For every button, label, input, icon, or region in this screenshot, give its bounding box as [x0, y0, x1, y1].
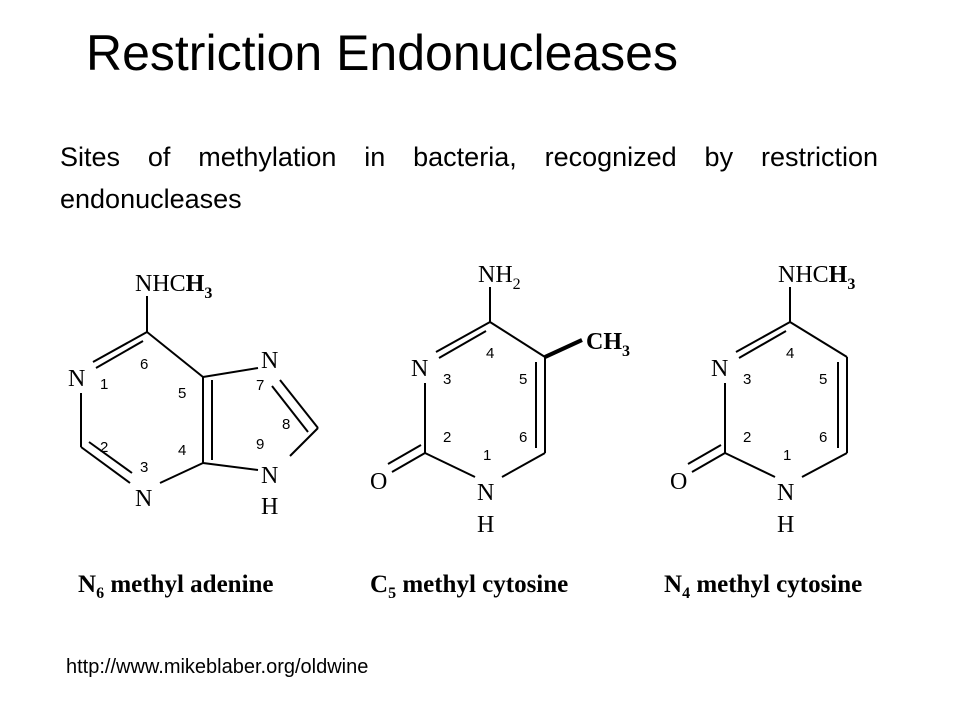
position-7: 7: [256, 377, 264, 394]
substituent-label: NHCH3: [135, 271, 212, 302]
methyl-label: CH3: [586, 329, 630, 360]
source-link[interactable]: http://www.mikeblaber.org/oldwine: [66, 656, 369, 678]
bond-c5-n7: [202, 367, 259, 378]
bond-n7-c8: [279, 379, 319, 429]
atom-h1: H: [777, 512, 794, 538]
bond-c5-ch3: [544, 338, 583, 359]
bond-c4-n9: [202, 462, 259, 471]
atom-n9: N: [261, 463, 278, 489]
position-8: 8: [282, 416, 290, 433]
bond-c2-n3-double: [88, 441, 133, 474]
bond-c4-n3: [735, 321, 791, 353]
atom-o2: O: [670, 469, 687, 495]
atom-n1: N: [777, 480, 794, 506]
bond-n7-c8-double: [271, 385, 309, 433]
bond-n3-c4: [159, 462, 204, 484]
bond-c6-n1: [501, 452, 546, 478]
atom-n3: N: [135, 486, 152, 512]
position-6: 6: [819, 429, 827, 446]
bond-c4-n3-double: [738, 330, 787, 359]
caption-n6-methyl-adenine: N6 methyl adenine: [78, 571, 274, 602]
position-3: 3: [443, 371, 451, 388]
bond-c4-n3: [435, 321, 491, 353]
position-9: 9: [256, 436, 264, 453]
c5-methyl-cytosine-structure: NH2 CH3 N N H O 1 2 3 4 5 6 C5 methyl cy…: [370, 262, 630, 602]
slide-subtitle: Sites of methylation in bacteria, recogn…: [60, 142, 878, 214]
position-1: 1: [100, 376, 108, 393]
caption-n4-methyl-cytosine: N4 methyl cytosine: [664, 571, 862, 602]
position-3: 3: [140, 459, 148, 476]
bond-c2-n3: [80, 446, 131, 484]
bond-c2-o: [391, 452, 426, 473]
bond-c2-o-double: [687, 444, 722, 465]
position-2: 2: [443, 429, 451, 446]
substituent-label: NH2: [478, 262, 521, 293]
bond-c4-n3-double: [438, 330, 487, 359]
slide-title: Restriction Endonucleases: [86, 25, 678, 81]
bond-c8-n9: [289, 427, 319, 457]
position-4: 4: [178, 442, 186, 459]
position-2: 2: [743, 429, 751, 446]
bond-c4-c5: [489, 321, 546, 358]
position-4: 4: [486, 345, 494, 362]
position-1: 1: [483, 447, 491, 464]
caption-c5-methyl-cytosine: C5 methyl cytosine: [370, 571, 568, 602]
n6-methyl-adenine-structure: NHCH3 N N N N H 1 2 3 4 5 6 7 8 9 N6 met…: [68, 271, 319, 602]
atom-n1: N: [477, 480, 494, 506]
bond-n1-c2: [424, 452, 476, 478]
position-6: 6: [140, 356, 148, 373]
substituent-label: NHCH3: [778, 262, 855, 293]
position-4: 4: [786, 345, 794, 362]
atom-n7: N: [261, 348, 278, 374]
bond-c6-n1-double: [95, 340, 144, 369]
bond-c2-o: [691, 452, 726, 473]
atom-n3: N: [411, 356, 428, 382]
position-1: 1: [783, 447, 791, 464]
bond-c2-o-double: [387, 444, 422, 465]
position-5: 5: [178, 385, 186, 402]
bond-n1-c2: [724, 452, 776, 478]
position-5: 5: [519, 371, 527, 388]
atom-h9: H: [261, 494, 278, 520]
atom-o2: O: [370, 469, 387, 495]
bond-c6-c5: [146, 331, 204, 378]
bond-c4-c5: [789, 321, 848, 358]
bond-c6-n1: [92, 331, 148, 363]
atom-n3: N: [711, 356, 728, 382]
atom-n1: N: [68, 366, 85, 392]
position-2: 2: [100, 439, 108, 456]
position-3: 3: [743, 371, 751, 388]
position-5: 5: [819, 371, 827, 388]
position-6: 6: [519, 429, 527, 446]
atom-h1: H: [477, 512, 494, 538]
bond-c6-n1: [801, 452, 848, 478]
n4-methyl-cytosine-structure: NHCH3 N N H O 1 2 3 4 5 6 N4 methyl cyto…: [664, 262, 862, 602]
